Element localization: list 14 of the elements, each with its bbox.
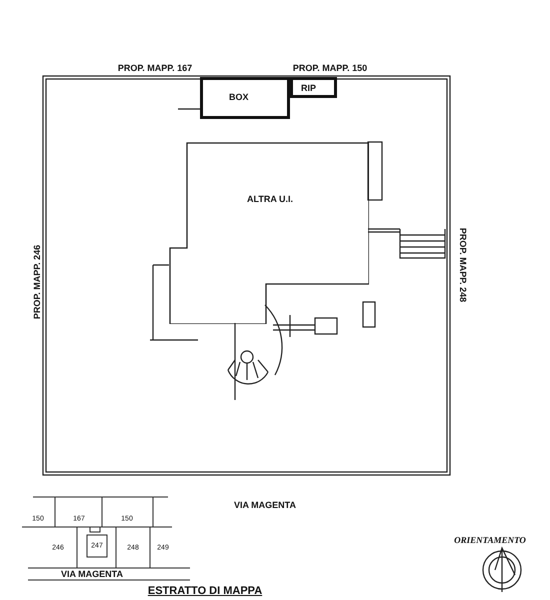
map-extract-title: ESTRATTO DI MAPPA (148, 585, 262, 597)
room-label: RIP (301, 83, 316, 93)
street-name: VIA MAGENTA (234, 500, 296, 510)
unit-outline (169, 142, 369, 324)
storage-room (290, 77, 337, 98)
orientation-label: ORIENTAMENTO (454, 535, 526, 545)
room-label: ALTRA U.I. (247, 194, 293, 204)
neighbour-label: PROP. MAPP. 248 (458, 228, 468, 302)
room-label: BOX (229, 92, 249, 102)
neighbour-label: PROP. MAPP. 246 (32, 244, 42, 320)
street-name: VIA MAGENTA (61, 569, 123, 579)
garage-room (200, 77, 290, 119)
neighbour-label: PROP. MAPP. 150 (292, 63, 368, 73)
neighbour-label: PROP. MAPP. 167 (118, 63, 192, 73)
